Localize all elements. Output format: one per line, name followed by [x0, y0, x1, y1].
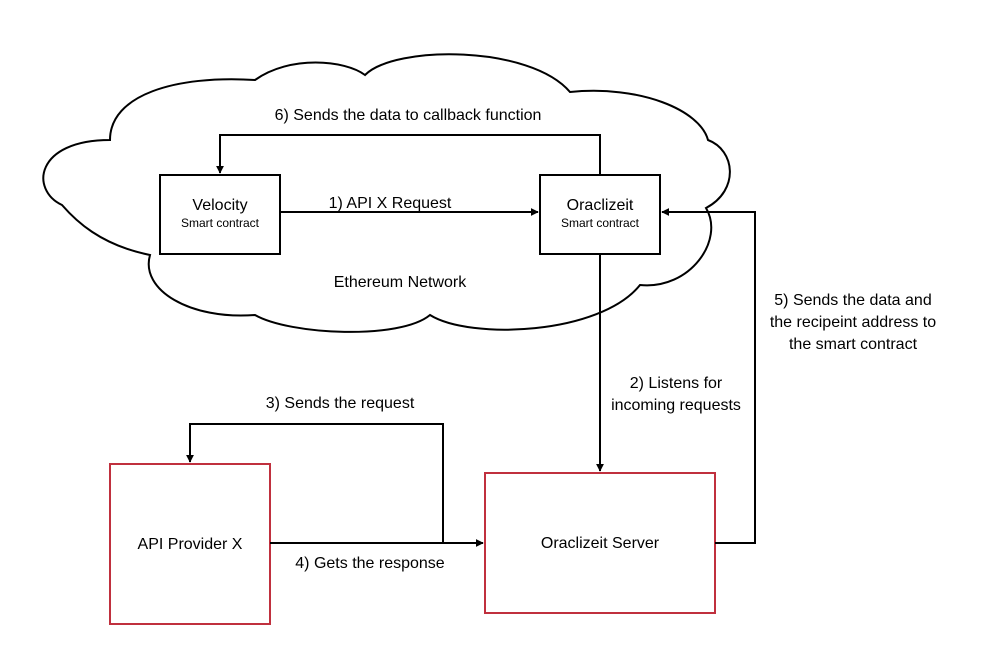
edge-sends-request-label: 3) Sends the request [266, 395, 415, 412]
oraclizeit-subtitle: Smart contract [561, 216, 640, 230]
oraclizeit-server-box [484, 472, 716, 614]
edge-sends-data-label-line1: 5) Sends the data and [774, 292, 931, 309]
velocity-box [159, 174, 281, 255]
edge-gets-response-label: 4) Gets the response [295, 555, 445, 572]
edge-sends-data-label-line3: the smart contract [789, 336, 918, 353]
edge-sends-data [661, 208, 756, 544]
edge-callback-label: 6) Sends the data to callback function [275, 107, 542, 124]
edge-sends-request [186, 423, 444, 543]
ethereum-network-label: Ethereum Network [334, 274, 467, 291]
velocity-node[interactable]: Velocity Smart contract [159, 174, 281, 255]
api-provider-node[interactable]: API Provider X [109, 463, 271, 625]
velocity-title: Velocity [192, 197, 247, 214]
edge-listens-label-line2: incoming requests [611, 397, 741, 414]
oraclizeit-server-title: Oraclizeit Server [541, 535, 660, 552]
oraclizeit-node[interactable]: Oraclizeit Smart contract [539, 174, 661, 255]
oraclizeit-server-node[interactable]: Oraclizeit Server [484, 472, 716, 614]
edge-sends-data-label-line2: the recipeint address to [770, 314, 936, 331]
velocity-subtitle: Smart contract [181, 216, 260, 230]
ethereum-network-cloud [42, 53, 731, 333]
edge-listens-label-line1: 2) Listens for [630, 375, 723, 392]
api-provider-title: API Provider X [138, 536, 243, 553]
api-provider-box [109, 463, 271, 625]
oraclizeit-title: Oraclizeit [567, 197, 634, 214]
edge-api-request-label: 1) API X Request [329, 195, 452, 212]
oraclizeit-box [539, 174, 661, 255]
edge-callback [216, 134, 601, 175]
